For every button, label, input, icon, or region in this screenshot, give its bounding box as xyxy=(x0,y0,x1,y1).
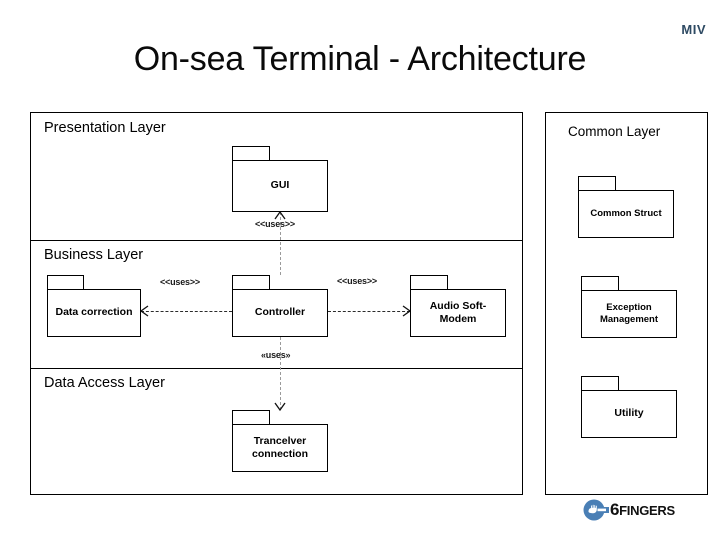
package-common-struct[interactable]: Common Struct xyxy=(578,176,674,238)
package-label: Trancelver connection xyxy=(232,424,328,472)
package-tab-icon xyxy=(232,146,270,160)
package-controller[interactable]: Controller xyxy=(232,275,328,337)
package-tab-icon xyxy=(410,275,448,289)
package-label: Controller xyxy=(232,289,328,337)
package-gui[interactable]: GUI xyxy=(232,146,328,212)
package-tab-icon xyxy=(578,176,616,190)
package-label: Utility xyxy=(581,390,677,438)
hand-fingers-icon xyxy=(583,499,609,521)
package-tab-icon xyxy=(581,376,619,390)
connector-controller-to-data-correction xyxy=(141,311,232,312)
brand-mark: MIV xyxy=(681,22,706,37)
connector-controller-to-tranceiver xyxy=(280,337,281,410)
package-label: Data correction xyxy=(47,289,141,337)
logo-rest: FINGERS xyxy=(619,503,675,518)
package-label: GUI xyxy=(232,160,328,212)
connector-controller-to-gui xyxy=(280,212,281,275)
stereotype-label-uses-audio-soft-modem: <<uses>> xyxy=(337,276,377,286)
layer-divider-presentation-business xyxy=(31,240,522,241)
package-label: Exception Management xyxy=(581,290,677,338)
layer-title-common: Common Layer xyxy=(568,124,661,139)
stereotype-label-uses-data-correction: <<uses>> xyxy=(160,277,200,287)
connector-controller-to-audio-soft-modem xyxy=(328,311,410,312)
package-tab-icon xyxy=(232,410,270,424)
logo-wordmark: 6FINGERS xyxy=(610,500,675,520)
stereotype-label-uses-tranceiver: «uses» xyxy=(261,350,291,360)
package-tab-icon xyxy=(47,275,84,289)
footer-logo: 6FINGERS xyxy=(583,497,713,527)
package-tab-icon xyxy=(232,275,270,289)
package-tranceiver-connection[interactable]: Trancelver connection xyxy=(232,410,328,472)
package-utility[interactable]: Utility xyxy=(581,376,677,438)
page-title: On-sea Terminal - Architecture xyxy=(133,40,587,78)
layer-title-business: Business Layer xyxy=(44,247,144,263)
layer-title-presentation: Presentation Layer xyxy=(44,120,166,136)
package-exception-management[interactable]: Exception Management xyxy=(581,276,677,338)
stereotype-label-uses-gui: <<uses>> xyxy=(255,219,295,229)
package-audio-soft-modem[interactable]: Audio Soft-Modem xyxy=(410,275,506,337)
package-tab-icon xyxy=(581,276,619,290)
package-label: Audio Soft-Modem xyxy=(410,289,506,337)
layer-divider-business-dataaccess xyxy=(31,368,522,369)
package-label: Common Struct xyxy=(578,190,674,238)
logo-lead: 6 xyxy=(610,500,620,519)
package-data-correction[interactable]: Data correction xyxy=(47,275,141,337)
layer-title-data-access: Data Access Layer xyxy=(44,375,165,391)
